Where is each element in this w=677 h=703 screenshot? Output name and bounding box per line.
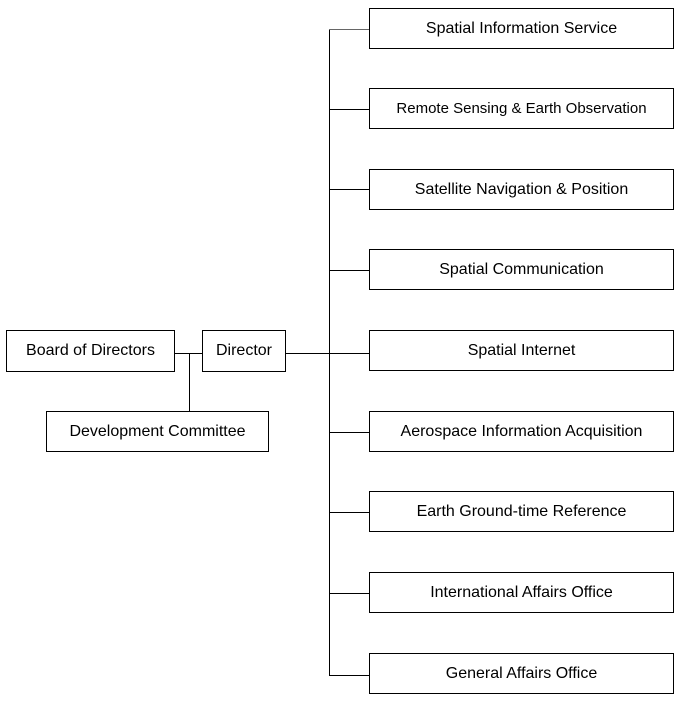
department-box: Remote Sensing & Earth Observation [369,88,674,129]
department-box: General Affairs Office [369,653,674,694]
connector-branch [329,512,369,513]
connector-branch [329,109,369,110]
department-box: Satellite Navigation & Position [369,169,674,210]
connector-board-director [174,353,202,354]
connector-director-trunk [285,353,369,354]
department-box: Spatial Communication [369,249,674,290]
department-box: International Affairs Office [369,572,674,613]
connector-branch [329,29,369,30]
board-of-directors-box: Board of Directors [6,330,175,372]
department-box: Spatial Internet [369,330,674,371]
connector-committee [189,353,190,411]
connector-branch [329,270,369,271]
development-committee-box: Development Committee [46,411,269,452]
connector-branch [329,675,369,676]
connector-branch [329,189,369,190]
connector-branch [329,593,369,594]
department-box: Aerospace Information Acquisition [369,411,674,452]
connector-branch [329,432,369,433]
department-box: Earth Ground-time Reference [369,491,674,532]
connector-trunk [329,29,330,676]
director-box: Director [202,330,286,372]
department-box: Spatial Information Service [369,8,674,49]
